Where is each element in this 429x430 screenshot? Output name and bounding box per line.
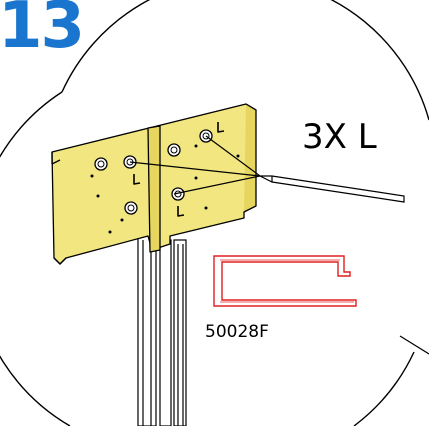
- bracket-icon: [51, 103, 257, 265]
- wall-profile: [137, 235, 187, 427]
- u-channel-profile-icon: [213, 255, 357, 307]
- step-number: 13: [0, 0, 85, 63]
- screwdriver-icon: [129, 135, 405, 203]
- part-code-label: 50028F: [205, 322, 269, 342]
- quantity-callout: 3X L: [302, 117, 377, 157]
